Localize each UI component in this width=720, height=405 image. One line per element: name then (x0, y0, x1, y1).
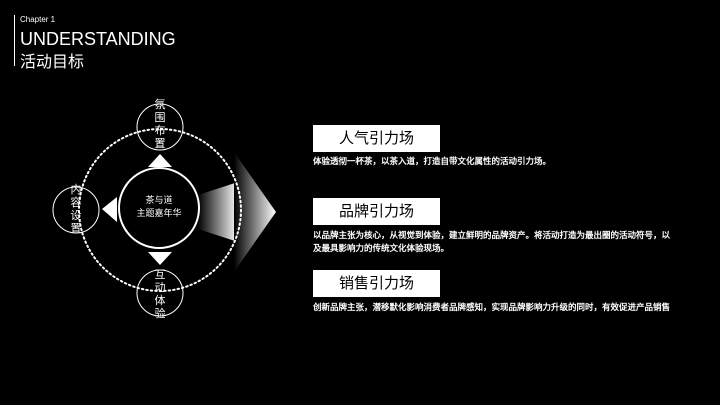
node-top-label: 氛围布置 (154, 98, 166, 150)
page-subtitle: 活动目标 (20, 52, 85, 71)
center-circle (118, 167, 200, 249)
triangle-up-icon (148, 154, 172, 167)
arrow-gradient-body (198, 182, 238, 242)
triangle-down-icon (148, 252, 172, 265)
item-desc-2: 以品牌主张为核心，从视觉到体验，建立鲜明的品牌资产。将活动打造为最出圈的活动符号… (313, 231, 671, 254)
dotted-orbit (78, 128, 242, 292)
item-desc-1: 体验透彻一杯茶，以茶入道，打造自带文化属性的活动引力场。 (313, 157, 552, 167)
title-accent-line (14, 15, 15, 66)
node-left-label: 内容设置 (70, 183, 82, 235)
center-label-line2: 主题嘉年华 (136, 209, 182, 219)
node-circle-left (52, 186, 100, 234)
item-title-1: 人气引力场 (313, 125, 440, 152)
item-title-2: 品牌引力场 (313, 198, 440, 225)
chapter-label: Chapter 1 (20, 15, 56, 24)
center-label: 茶与道 主题嘉年华 (119, 195, 199, 221)
triangle-left-icon (102, 197, 117, 222)
item-desc-3: 创新品牌主张，潜移默化影响消费者品牌感知，实现品牌影响力升级的同时，有效促进产品… (313, 303, 671, 313)
node-circle-top (136, 103, 184, 151)
item-title-3: 销售引力场 (313, 270, 440, 297)
big-arrow-icon (234, 152, 276, 272)
node-circle-bottom (136, 269, 184, 317)
page-title: UNDERSTANDING (20, 29, 176, 49)
center-label-line1: 茶与道 (145, 196, 173, 206)
node-bottom-label: 互动体验 (154, 268, 166, 320)
